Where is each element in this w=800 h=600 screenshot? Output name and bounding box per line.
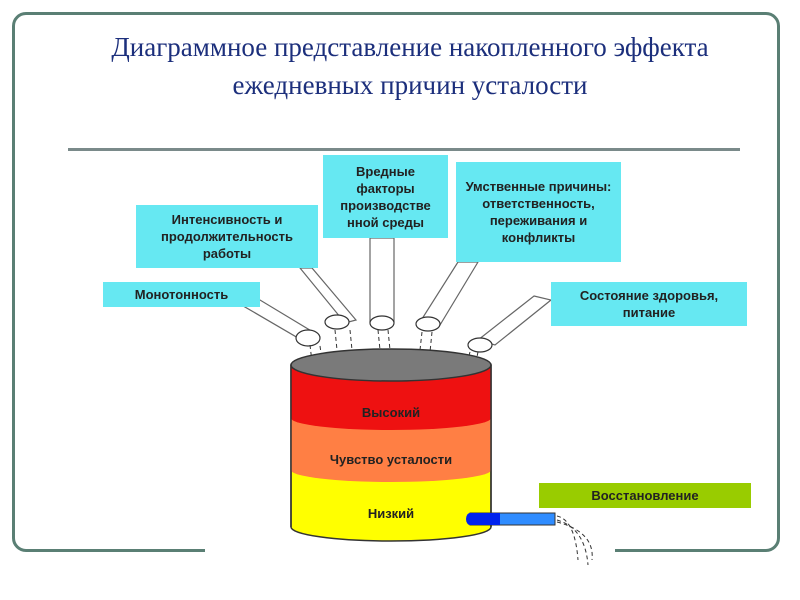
smoke-cloud	[295, 329, 321, 347]
water-stream	[556, 519, 589, 566]
level-high-label: Высокий	[361, 405, 421, 420]
drain-pipe-inner	[470, 513, 500, 525]
smoke-cloud	[324, 314, 350, 330]
drain-pipe	[466, 512, 556, 526]
cause-monotony: Монотонность	[103, 282, 260, 307]
title-line-2: ежедневных причин усталости	[232, 70, 588, 100]
drip	[349, 329, 353, 351]
cause-intensity: Интенсивность и продолжительность работы	[136, 205, 318, 268]
drip	[377, 329, 381, 351]
pipe-intensity	[298, 267, 358, 324]
pipe-health	[476, 295, 553, 346]
recovery-box: Восстановление	[539, 483, 751, 508]
smoke-cloud	[467, 337, 493, 353]
drip	[419, 331, 423, 351]
smoke-clouds	[295, 314, 493, 353]
water-stream	[556, 515, 579, 561]
divider	[68, 148, 740, 151]
drain-water	[556, 515, 593, 566]
smoke-cloud	[369, 315, 395, 331]
level-low-label: Низкий	[367, 506, 415, 521]
cause-mental: Умственные причины: ответственность, пер…	[456, 162, 621, 262]
level-fatigue-label: Чувство усталости	[329, 452, 453, 467]
barrel-top	[290, 348, 492, 382]
smoke-cloud	[415, 316, 441, 332]
slide-title: Диаграммное представление накопленного э…	[40, 28, 780, 104]
cause-harmful-factors: Вредные факторы производстве нной среды	[323, 155, 448, 238]
level-high	[291, 365, 491, 430]
frame-gap	[205, 545, 615, 557]
title-line-1: Диаграммное представление накопленного э…	[111, 32, 709, 62]
barrel-walls	[290, 365, 492, 527]
drain-pipe-end	[466, 513, 474, 525]
pipe-mental	[419, 261, 480, 326]
water-stream	[556, 521, 593, 561]
drip	[334, 329, 338, 351]
pipe-harmful	[369, 237, 395, 323]
drip	[429, 331, 433, 353]
drip	[387, 329, 391, 351]
cause-health: Состояние здоровья, питание	[551, 282, 747, 326]
